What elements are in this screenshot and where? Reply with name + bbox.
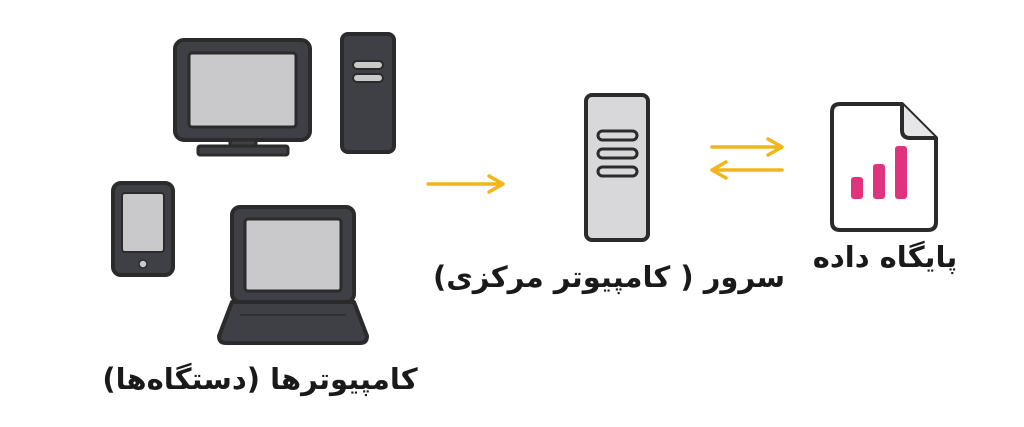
server-tower-icon [584, 93, 650, 242]
database-label: پایگاه داده [812, 240, 958, 274]
db-bar-2 [873, 164, 885, 199]
server-label: سرور ( کامپیوتر مرکزی) [432, 260, 785, 294]
db-bar-1 [851, 177, 863, 199]
desktop-monitor-icon [173, 38, 312, 157]
laptop-icon [217, 205, 369, 345]
smartphone-icon [111, 181, 175, 277]
arrow-right-icon [426, 174, 505, 194]
tower-case-icon [340, 32, 396, 154]
devices-label: کامپیوترها (دستگاه‌ها) [102, 362, 418, 396]
exchange-arrows-icon [710, 137, 784, 180]
database-file-icon [830, 102, 938, 232]
db-bar-3 [895, 146, 907, 199]
